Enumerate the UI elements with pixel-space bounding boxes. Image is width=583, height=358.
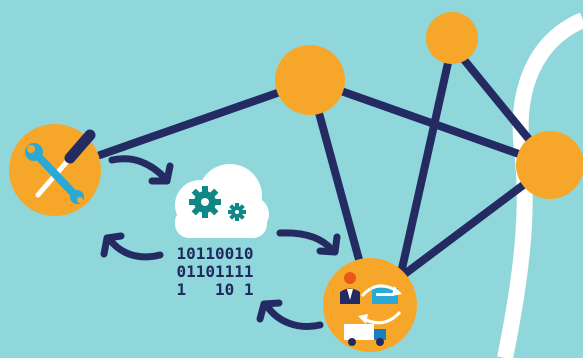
worker-head — [344, 272, 356, 284]
edge-hub-top — [306, 76, 554, 169]
binary-code-line-1: 10110010 — [176, 244, 254, 263]
node-right — [516, 131, 583, 199]
edge-small-process — [391, 41, 456, 304]
network-edges — [96, 41, 554, 304]
binary-code-line-3: 1 10 1 — [176, 280, 254, 299]
screwdriver-wrench-icon — [25, 129, 96, 204]
cloud-gears-icon — [175, 164, 269, 238]
node-small — [426, 12, 478, 64]
arrow-tools-to-cloud-icon — [108, 155, 174, 185]
arrow-process-to-binary-icon — [256, 299, 324, 330]
truck-icon — [344, 324, 386, 346]
binary-code-line-2: 01101111 — [176, 262, 254, 281]
flow-arrows — [100, 155, 341, 330]
process-node — [323, 258, 417, 352]
tools-node — [9, 124, 101, 216]
arrow-binary-to-tools-icon — [100, 232, 164, 261]
edge-tools-hub — [96, 81, 304, 159]
worker-truck-cycle-icon — [340, 272, 402, 346]
small-gear-icon — [228, 203, 246, 221]
arrow-cloud-to-process-icon — [276, 229, 341, 256]
large-gear-icon — [189, 186, 221, 218]
node-hub — [275, 45, 345, 115]
